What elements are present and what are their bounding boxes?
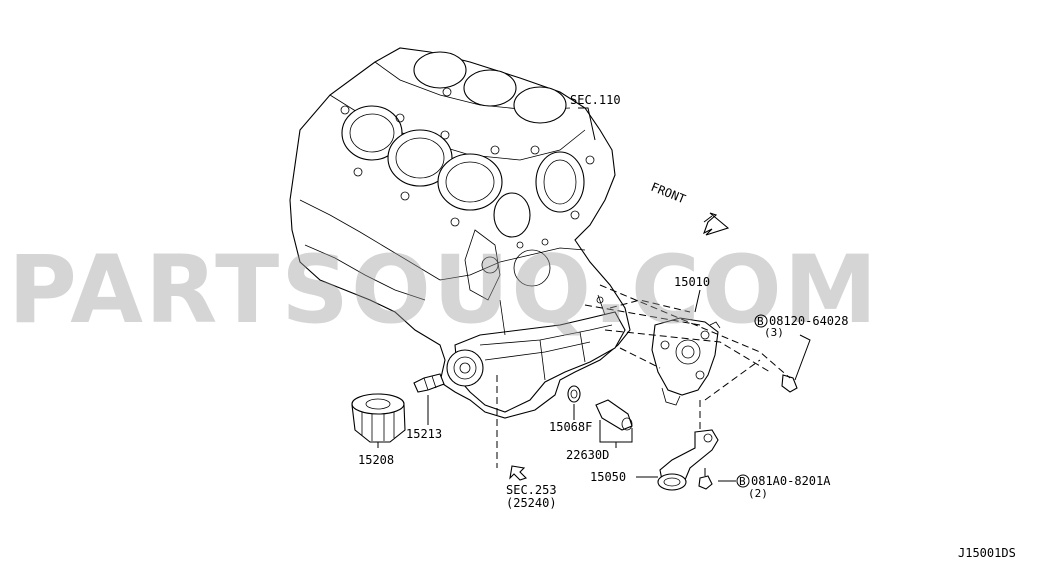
label-08120-64028: 08120-64028 <box>769 314 848 328</box>
label-15010[interactable]: 15010 <box>674 275 710 289</box>
label-22630d[interactable]: 22630D <box>566 448 609 462</box>
sec253-arrow <box>509 465 528 481</box>
drawing-code: J15001DS <box>958 546 1016 560</box>
bolt-08120[interactable] <box>781 374 798 393</box>
connector-bolt[interactable] <box>413 373 445 393</box>
bolt1-marker: B <box>757 315 764 328</box>
oil-filter[interactable] <box>351 393 406 443</box>
label-15050[interactable]: 15050 <box>590 470 626 484</box>
label-sec253[interactable]: SEC.253 <box>506 483 557 497</box>
label-15068f[interactable]: 15068F <box>549 420 592 434</box>
label-081a0-8201a: 081A0-8201A <box>751 474 831 488</box>
label-15208[interactable]: 15208 <box>358 453 394 467</box>
label-front: FRONT <box>649 180 688 207</box>
label-15213[interactable]: 15213 <box>406 427 442 441</box>
front-arrow <box>703 212 730 236</box>
oil-strainer[interactable] <box>657 429 719 491</box>
label-sec110[interactable]: SEC.110 <box>570 93 621 107</box>
bolt-081a0[interactable] <box>698 468 713 490</box>
bolt2-marker: B <box>739 475 746 488</box>
oil-pressure-switch[interactable] <box>595 399 633 431</box>
label-qty-2: (2) <box>748 487 768 500</box>
callout-bolt-08120[interactable]: B 08120-64028 (3) <box>754 314 848 339</box>
assembly-dash-lines <box>496 284 791 468</box>
gasket-washer[interactable] <box>567 385 581 403</box>
label-qty-3: (3) <box>764 326 784 339</box>
oil-pump[interactable] <box>651 317 721 406</box>
callout-bolt-081a0[interactable]: B 081A0-8201A (2) <box>736 474 831 500</box>
watermark-text: PARTSOUQ.COM <box>8 236 879 345</box>
label-25240: (25240) <box>506 496 557 510</box>
